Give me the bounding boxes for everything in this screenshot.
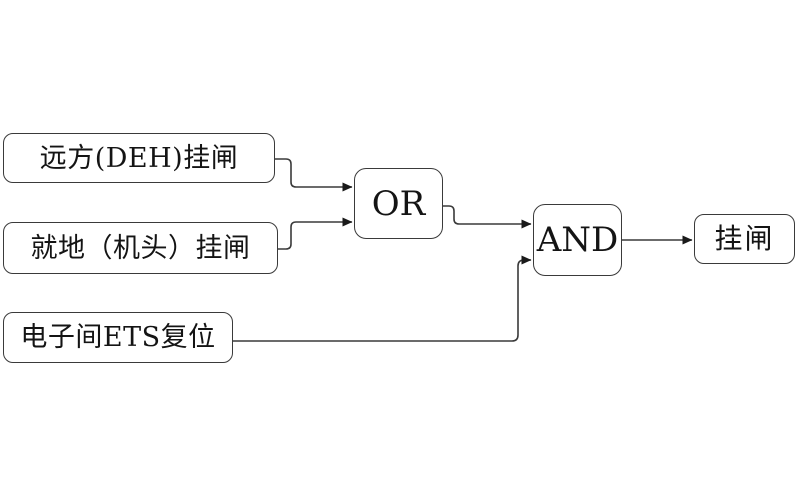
node-input-ets-reset: 电子间ETS复位 [3, 312, 233, 363]
node-label: 电子间ETS复位 [20, 322, 216, 353]
node-input-remote-deh: 远方(DEH)挂闸 [3, 133, 275, 183]
node-label: OR [371, 183, 426, 224]
node-label: 就地（机头）挂闸 [30, 232, 251, 264]
edge-ets-to-and [233, 255, 532, 342]
node-output-guazha: 挂闸 [694, 214, 795, 264]
edge-local-to-or [278, 217, 353, 250]
node-input-local-jitou: 就地（机头）挂闸 [3, 222, 278, 274]
node-label: 挂闸 [714, 222, 775, 255]
node-or-gate: OR [354, 168, 443, 239]
edge-remote-to-or [275, 158, 353, 192]
edge-or-to-and [443, 205, 532, 229]
node-and-gate: AND [533, 204, 622, 276]
node-label: 远方(DEH)挂闸 [39, 142, 239, 174]
node-label: AND [536, 220, 619, 260]
